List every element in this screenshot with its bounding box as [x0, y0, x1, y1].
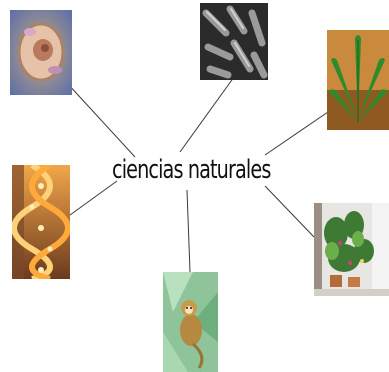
connector-line-leaf: [265, 112, 328, 155]
bacteria-image: [200, 3, 268, 80]
cell-image: [10, 10, 72, 95]
leaf-icon: [327, 30, 389, 130]
central-label: ciencias naturales: [112, 150, 230, 190]
plants-image: [314, 203, 389, 296]
connector-line-monkey: [187, 190, 190, 272]
leaf-image: [327, 30, 389, 130]
connector-line-cell: [67, 83, 135, 157]
connector-line-bacteria: [180, 77, 234, 152]
connector-line-dna: [70, 181, 117, 215]
monkey-icon: [163, 272, 218, 372]
bacteria-icon: [200, 3, 268, 80]
cell-icon: [10, 10, 72, 95]
dna-image: [12, 165, 70, 279]
dna-icon: [12, 165, 70, 279]
connector-line-plants: [265, 186, 314, 237]
monkey-image: [163, 272, 218, 372]
plants-icon: [314, 203, 389, 296]
